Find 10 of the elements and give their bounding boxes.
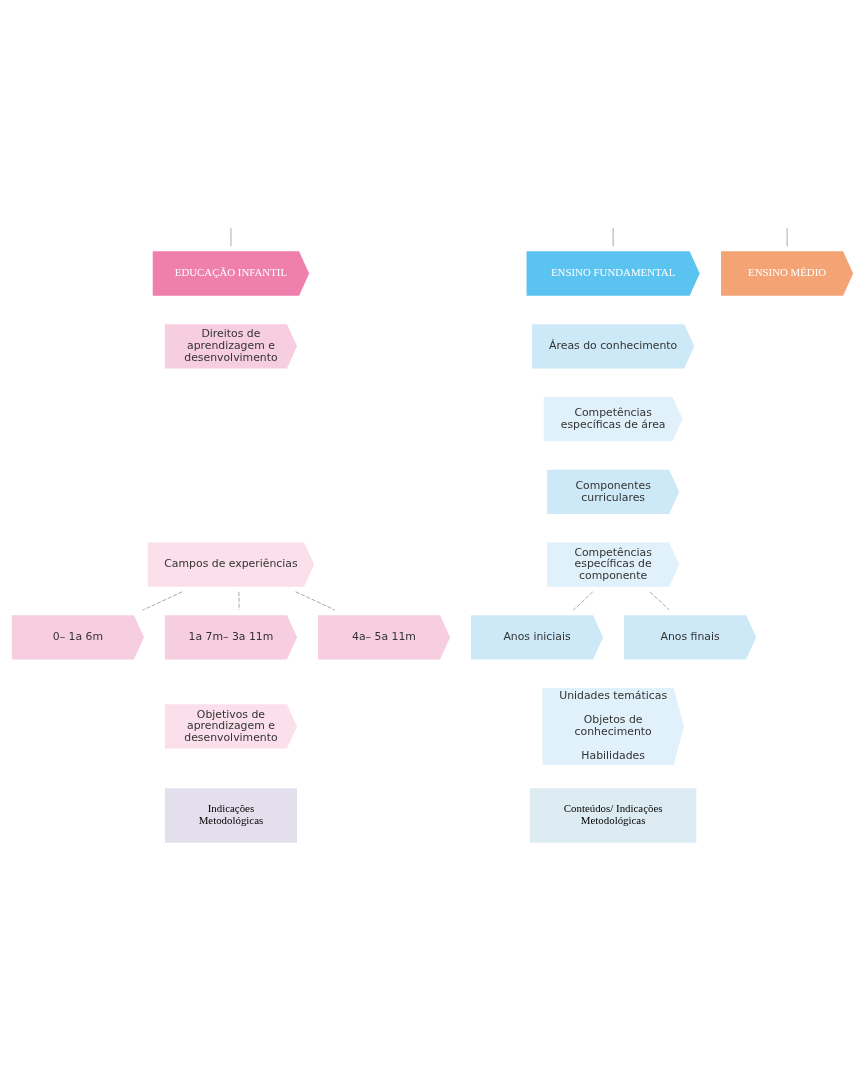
node-box: Indicações Metodológicas [164, 788, 297, 843]
connector [295, 591, 336, 611]
connector [649, 591, 670, 611]
connector [238, 591, 240, 611]
connector [786, 227, 788, 247]
connector [572, 591, 594, 611]
node-box: Conteúdos/ Indicações Metodológicas [529, 788, 697, 843]
connector [230, 227, 232, 247]
connector [612, 227, 614, 247]
connector [142, 591, 183, 611]
